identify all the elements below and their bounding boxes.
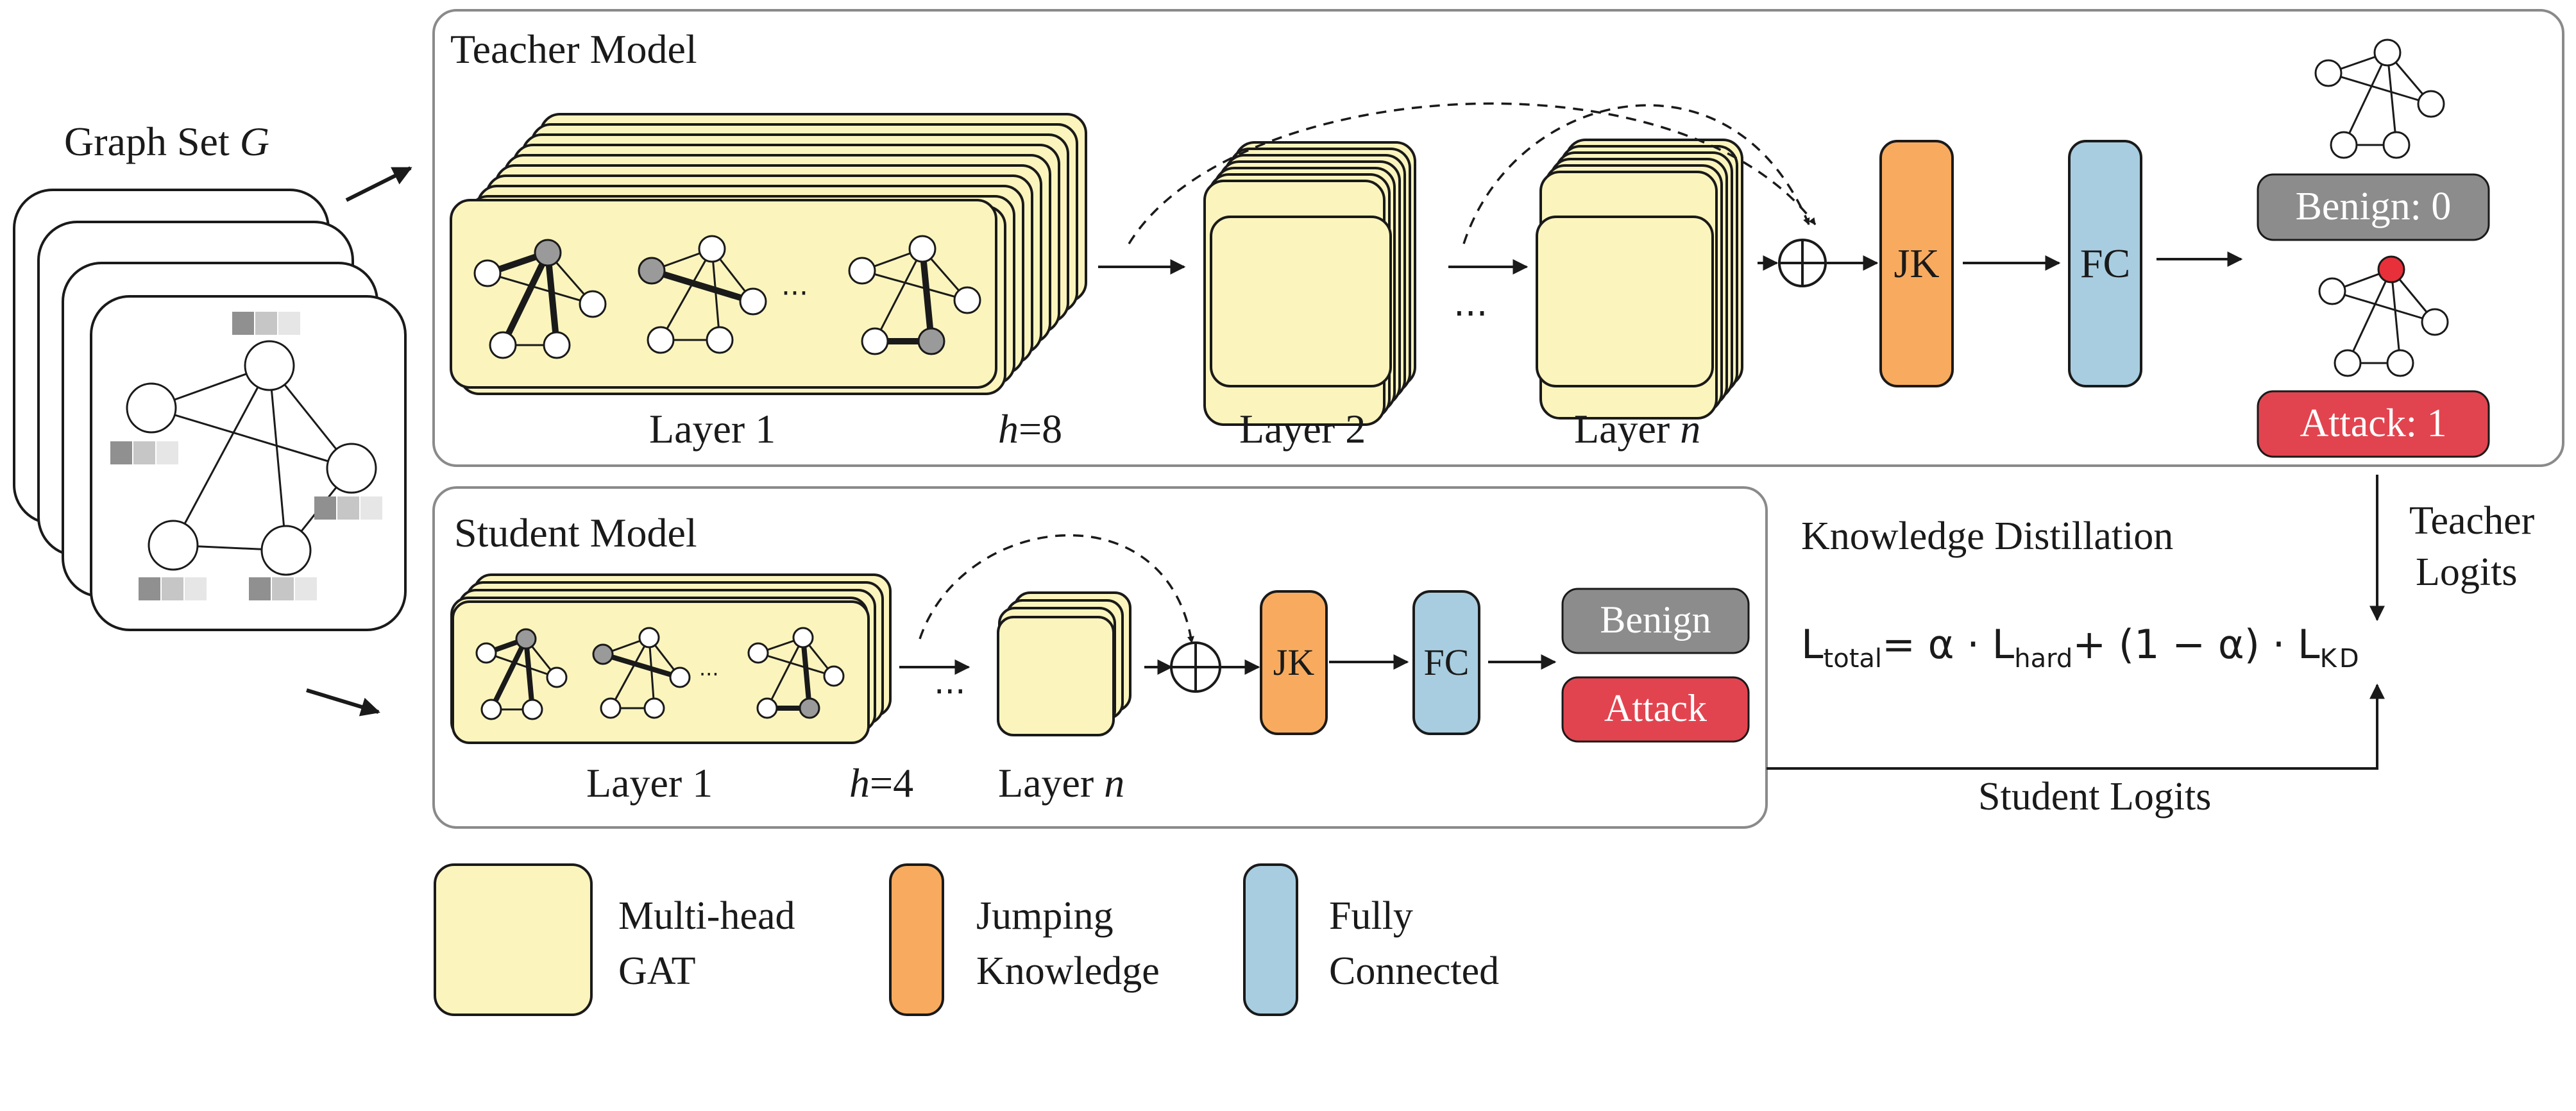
student-logits-arrow <box>1767 683 2385 770</box>
student-logits-label: Student Logits <box>1978 775 2211 818</box>
student-benign-label: Benign <box>1600 598 1711 641</box>
student-benign-badge <box>1561 588 1750 654</box>
student-head-graph-4 <box>747 627 845 719</box>
student-panel-border <box>432 486 1768 829</box>
teacher-fc-label: FC <box>2080 241 2130 286</box>
student-sum-node <box>1170 641 1221 693</box>
graph-node <box>260 525 312 576</box>
legend-jk-line2: Knowledge <box>976 949 1160 993</box>
teacher-fc-block <box>2068 140 2142 387</box>
teacher-jk-block <box>1879 140 1954 387</box>
legend-fc-line2: Connected <box>1329 949 1499 993</box>
legend-gat-line2: GAT <box>618 949 696 993</box>
student-attack-badge <box>1561 676 1750 743</box>
teacher-logits-label-1: Teacher <box>2409 499 2535 543</box>
graph-set-label: Graph Set G <box>64 119 269 164</box>
student-heads-label: h=4 <box>849 760 913 806</box>
teacher-layer2-label: Layer 2 <box>1239 406 1366 452</box>
teacher-head-graph-8 <box>848 235 981 355</box>
legend: Multi-head GAT Jumping Knowledge Fully C… <box>434 863 1499 1016</box>
graph-set: Graph Set G <box>13 119 407 631</box>
student-fc-block <box>1412 590 1480 735</box>
legend-jk-swatch <box>889 863 944 1016</box>
teacher-benign-badge <box>2257 173 2490 241</box>
student-skip-connection <box>919 534 1194 644</box>
legend-fc-line1: Fully <box>1329 894 1413 938</box>
graph-node <box>244 340 295 391</box>
teacher-head-graph-1 <box>473 239 607 359</box>
student-title: Student Model <box>454 510 697 556</box>
feature-vector-3 <box>314 496 382 520</box>
teacher-skip-connection-1 <box>1128 102 1817 244</box>
graph-node <box>148 520 199 571</box>
teacher-panel-border <box>432 9 2564 467</box>
graph-node <box>126 382 177 434</box>
legend-gat-line1: Multi-head <box>618 894 795 938</box>
teacher-title: Teacher Model <box>450 26 697 72</box>
kd-loss-formula: Ltotal= α · Lhard+ (1 − α) · LKD <box>1801 621 2362 674</box>
teacher-layern-stack <box>1536 139 1743 420</box>
feature-vector-1 <box>232 312 300 335</box>
student-layern-stack <box>997 591 1131 736</box>
teacher-layern-label: Layer n <box>1574 406 1700 452</box>
teacher-sum-node <box>1778 239 1827 287</box>
arrow-to-student <box>306 688 380 717</box>
feature-vector-4 <box>139 577 207 600</box>
student-attack-label: Attack <box>1604 687 1707 729</box>
knowledge-distillation: Knowledge Distillation Teacher Logits Lt… <box>1767 475 2535 818</box>
teacher-heads-label: h=8 <box>998 406 1062 452</box>
legend-jk-line1: Jumping <box>976 894 1114 938</box>
teacher-node-ellipsis: ··· <box>781 277 808 310</box>
teacher-layer1-stack <box>450 113 1087 395</box>
teacher-jk-label: JK <box>1894 241 1939 286</box>
teacher-layer2-stack <box>1203 141 1416 426</box>
arrow-to-teacher <box>345 166 412 202</box>
student-layern-label: Layer n <box>998 760 1124 806</box>
student-node-ellipsis: ··· <box>699 662 719 686</box>
student-panel: Student Model <box>432 486 1768 829</box>
teacher-attack-label: Attack: 1 <box>2300 402 2447 445</box>
legend-gat-swatch <box>434 863 593 1016</box>
teacher-head-graph-2 <box>638 235 767 354</box>
student-layer-ellipsis: ··· <box>934 673 966 711</box>
graph-node <box>326 443 377 494</box>
teacher-logits-label-2: Logits <box>2416 550 2517 594</box>
student-head-graph-1 <box>475 628 568 720</box>
attack-output-graph <box>2318 255 2449 377</box>
student-layer1-label: Layer 1 <box>586 760 713 806</box>
kd-title: Knowledge Distillation <box>1801 514 2173 558</box>
teacher-panel: Teacher Model <box>432 9 2564 467</box>
teacher-benign-label: Benign: 0 <box>2296 185 2452 228</box>
teacher-attack-badge <box>2257 390 2490 458</box>
student-jk-block <box>1260 590 1328 735</box>
teacher-layer1-label: Layer 1 <box>649 406 775 452</box>
student-jk-label: JK <box>1273 641 1315 683</box>
feature-vector-2 <box>110 441 178 464</box>
feature-vector-5 <box>249 577 317 600</box>
student-fc-label: FC <box>1424 641 1470 683</box>
benign-output-graph <box>2314 38 2445 159</box>
teacher-layer-ellipsis: ··· <box>1453 293 1487 335</box>
student-head-graph-2 <box>592 627 691 719</box>
teacher-skip-connection-2 <box>1462 104 1810 244</box>
legend-fc-swatch <box>1243 863 1298 1016</box>
